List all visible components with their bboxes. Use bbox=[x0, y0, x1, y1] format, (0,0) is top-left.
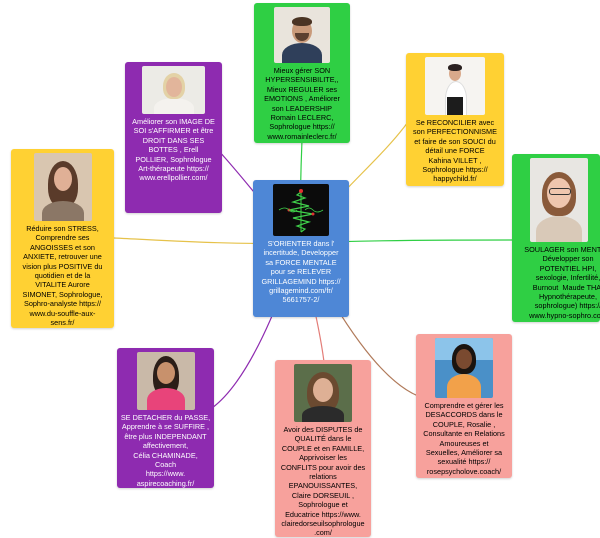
node-maude-thai[interactable]: SOULAGER son MENTAL, Développer son POTE… bbox=[512, 154, 600, 322]
aurore-portrait-photo bbox=[33, 153, 92, 221]
node-rosalie[interactable]: Comprendre et gérer les DESACCORDS dans … bbox=[416, 334, 512, 478]
center-node[interactable]: S'ORIENTER dans l' incertitude, Developp… bbox=[253, 180, 349, 317]
node-claire-dorseuil[interactable]: Avoir des DISPUTES de QUALITÉ dans le CO… bbox=[275, 360, 371, 537]
sine-wave-tree-logo bbox=[273, 184, 329, 236]
node-erell-pollier[interactable]: Améliorer son IMAGE DE SOI s'AFFIRMER et… bbox=[125, 62, 222, 213]
node-claire-text: Avoir des DISPUTES de QUALITÉ dans le CO… bbox=[280, 425, 366, 538]
node-maude-text: SOULAGER son MENTAL, Développer son POTE… bbox=[524, 245, 600, 320]
node-kahina-text: Se RECONCILIER avec son PERFECTIONNISME … bbox=[413, 118, 497, 184]
node-kahina-villet[interactable]: Se RECONCILIER avec son PERFECTIONNISME … bbox=[406, 53, 504, 186]
celia-portrait-photo bbox=[136, 352, 195, 410]
rosalie-portrait-photo bbox=[435, 338, 493, 398]
node-aurore-simonet[interactable]: Réduire son STRESS, Comprendre ses ANGOI… bbox=[11, 149, 114, 328]
node-romain-text: Mieux gérer SON HYPERSENSIBILITE,, Mieux… bbox=[264, 66, 340, 141]
node-aurore-text: Réduire son STRESS, Comprendre ses ANGOI… bbox=[22, 224, 103, 328]
node-erell-text: Améliorer son IMAGE DE SOI s'AFFIRMER et… bbox=[132, 117, 215, 183]
node-romain-leclerc[interactable]: Mieux gérer SON HYPERSENSIBILITE,, Mieux… bbox=[254, 3, 350, 143]
node-celia-chaminade[interactable]: SE DETACHER du PASSE, Apprendre à se SUF… bbox=[117, 348, 214, 488]
claire-portrait-photo bbox=[294, 364, 352, 422]
kahina-portrait-photo bbox=[425, 57, 485, 115]
erell-portrait-photo bbox=[142, 66, 205, 114]
node-rosalie-text: Comprendre et gérer les DESACCORDS dans … bbox=[423, 401, 505, 476]
center-node-text: S'ORIENTER dans l' incertitude, Developp… bbox=[261, 239, 341, 305]
node-celia-text: SE DETACHER du PASSE, Apprendre à se SUF… bbox=[120, 413, 211, 488]
maude-portrait-photo bbox=[530, 158, 588, 242]
romain-portrait-photo bbox=[274, 7, 330, 63]
